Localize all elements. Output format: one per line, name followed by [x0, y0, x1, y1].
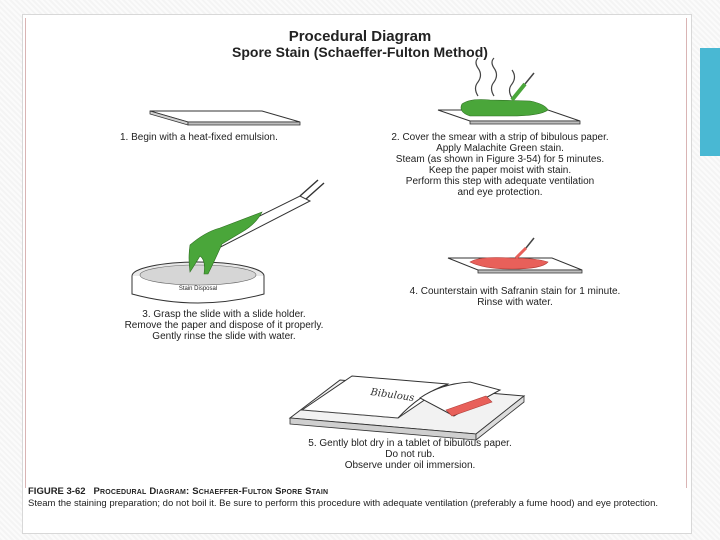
step-5-line: 5. Gently blot dry in a tablet of bibulo…: [308, 438, 512, 449]
step-3-rinse: Stain Disposal: [131, 179, 325, 304]
malachite-green-runoff: [188, 211, 263, 275]
step-4-line: Rinse with water.: [477, 297, 553, 308]
diagram-subtitle: Spore Stain (Schaeffer-Fulton Method): [232, 44, 488, 60]
step-3-line: Gently rinse the slide with water.: [152, 331, 296, 342]
accent-bar: [700, 48, 720, 156]
step-3-line: Remove the paper and dispose of it prope…: [124, 320, 324, 331]
dropper-icon: [510, 72, 535, 102]
stain-disposal-dish-icon: Stain Disposal: [179, 286, 217, 292]
steam-icon: [474, 57, 516, 99]
step-1-slide: [149, 110, 301, 126]
caption-title: Procedural Diagram: Schaeffer-Fulton Spo…: [93, 486, 329, 497]
step-3-line: 3. Grasp the slide with a slide holder.: [142, 309, 306, 320]
step-4-line: 4. Counterstain with Safranin stain for …: [409, 286, 621, 297]
step-2-line: and eye protection.: [457, 187, 543, 198]
figure-caption: FIGURE 3-62 Procedural Diagram: Schaeffe…: [28, 486, 692, 510]
step-2-line: Keep the paper moist with stain.: [428, 165, 572, 176]
step-1-instructions: 1. Begin with a heat-fixed emulsion.: [120, 132, 278, 143]
dropper-icon: [514, 237, 535, 260]
step-3-instructions: 3. Grasp the slide with a slide holder. …: [96, 309, 352, 342]
slide-holder-icon: [299, 179, 325, 200]
diagram-title: Procedural Diagram: [288, 28, 432, 45]
step-2-line: Apply Malachite Green stain.: [436, 143, 564, 154]
caption-text: Steam the staining preparation; do not b…: [28, 498, 659, 509]
figure-frame: [25, 18, 687, 488]
step-4-instructions: 4. Counterstain with Safranin stain for …: [375, 286, 655, 308]
step-5-line: Observe under oil immersion.: [344, 460, 476, 471]
step-5-instructions: 5. Gently blot dry in a tablet of bibulo…: [270, 438, 550, 471]
safranin-stain: [469, 257, 549, 270]
step-2-line: 2. Cover the smear with a strip of bibul…: [391, 132, 609, 143]
step-1-line: 1. Begin with a heat-fixed emulsion.: [120, 132, 278, 143]
step-5-line: Do not rub.: [385, 449, 435, 460]
stain-disposal-label: Stain Disposal: [179, 286, 217, 292]
step-4-slide-safranin: [447, 237, 583, 274]
step-2-line: Perform this step with adequate ventilat…: [405, 176, 595, 187]
step-2-instructions: 2. Cover the smear with a strip of bibul…: [360, 132, 640, 198]
malachite-green-stain: [460, 99, 549, 117]
paper-tablet-icon: Bibulous: [288, 375, 526, 441]
step-2-slide-steaming: [437, 57, 581, 125]
caption-label: FIGURE 3-62: [28, 486, 86, 497]
step-2-line: Steam (as shown in Figure 3-54) for 5 mi…: [395, 154, 605, 165]
